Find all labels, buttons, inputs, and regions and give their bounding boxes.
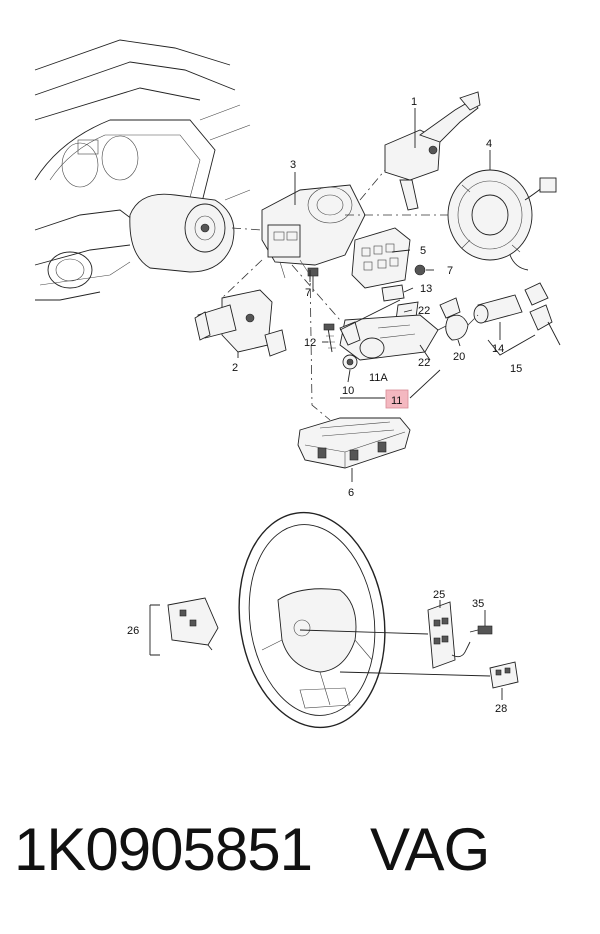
switch-housing <box>261 184 366 279</box>
callout-13: 13 <box>420 283 432 295</box>
screw-7b <box>414 264 426 276</box>
callout-25: 25 <box>433 589 445 601</box>
callout-7a: 7 <box>305 287 311 299</box>
bracket-13 <box>381 284 405 302</box>
multifunction-switch-25 <box>427 601 471 669</box>
part-number-caption: 1K0905851 VAG <box>14 815 594 905</box>
part-number: 1K0905851 <box>14 816 313 883</box>
switch-28 <box>489 661 519 689</box>
callout-11a: 11A <box>369 372 388 384</box>
callout-leaders <box>237 108 536 700</box>
lock-cylinder <box>473 294 523 324</box>
connection-lines <box>221 169 479 421</box>
steering-wheel <box>238 511 386 729</box>
wiper-stalk <box>384 91 481 211</box>
callout-35: 35 <box>472 598 484 610</box>
callout-22a: 22 <box>418 305 430 317</box>
callout-2: 2 <box>232 362 238 374</box>
switch-26 <box>167 597 219 651</box>
steering-column-module <box>297 417 411 469</box>
callout-14: 14 <box>492 343 504 355</box>
callout-10: 10 <box>342 385 354 397</box>
callout-6: 6 <box>348 487 354 499</box>
shear-bolt-12 <box>323 323 336 353</box>
dashboard-illustration <box>34 39 251 301</box>
callout-11: 11 <box>391 395 402 407</box>
exploded-parts-diagram: 1 4 3 5 7 7 13 22 12 2 22 20 14 15 11A 1… <box>34 39 561 729</box>
callout-28: 28 <box>495 703 507 715</box>
control-module <box>351 227 411 289</box>
callout-1: 1 <box>411 96 417 108</box>
callout-22b: 22 <box>418 357 430 369</box>
highlight-box-11 <box>385 389 409 409</box>
callout-20: 20 <box>453 351 465 363</box>
brand-name: VAG <box>369 816 490 883</box>
leader-25 <box>299 629 429 635</box>
turn-signal-stalk <box>194 289 287 357</box>
callout-4: 4 <box>486 138 492 150</box>
clock-spring <box>447 169 557 271</box>
bracket-26 <box>149 604 160 656</box>
callout-labels: 1 4 3 5 7 7 13 22 12 2 22 20 14 15 11A 1… <box>127 96 522 715</box>
column-shroud <box>129 193 235 273</box>
steering-lock-assembly <box>339 314 439 361</box>
callout-3: 3 <box>290 159 296 171</box>
screw-35 <box>469 625 493 635</box>
callout-15: 15 <box>510 363 522 375</box>
callout-5: 5 <box>420 245 426 257</box>
callout-7b: 7 <box>447 265 453 277</box>
sensor-10 <box>342 354 358 370</box>
ignition-keys <box>524 282 561 346</box>
leader-28 <box>339 671 491 677</box>
callout-12: 12 <box>304 337 316 349</box>
lock-cylinder-housing <box>439 297 469 341</box>
callout-26: 26 <box>127 625 139 637</box>
